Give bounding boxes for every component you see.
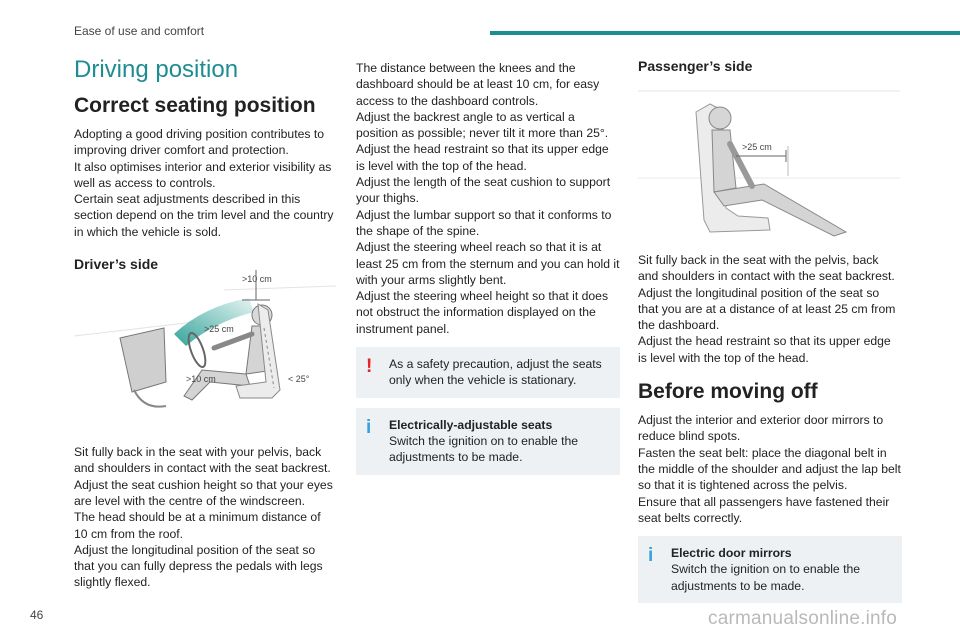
paragraph: Adopting a good driving position contrib…: [74, 127, 325, 158]
paragraph: Fasten the seat belt: place the diagonal…: [638, 445, 901, 493]
info-text: Switch the ignition on to enable the adj…: [671, 562, 861, 593]
paragraph: Adjust the seat cushion height so that y…: [74, 477, 333, 508]
paragraph: Adjust the interior and exterior door mi…: [638, 413, 884, 444]
paragraph: Ensure that all passengers have fastened…: [638, 494, 890, 525]
safety-warning-box: ! As a safety precaution, adjust the sea…: [356, 347, 620, 398]
before-moving-off-heading: Before moving off: [638, 380, 818, 404]
paragraph: Adjust the head restraint so that its up…: [638, 334, 891, 365]
warning-icon: !: [366, 356, 373, 378]
paragraph: The head should be at a minimum distance…: [74, 510, 321, 541]
backrest-angle-label: < 25°: [288, 374, 310, 384]
info-icon: i: [648, 545, 654, 567]
warning-text: As a safety precaution, adjust the seats…: [389, 357, 602, 388]
passenger-distance-label: >25 cm: [742, 142, 772, 152]
paragraph: Adjust the longitudinal position of the …: [638, 285, 896, 333]
header-accent-bar: [490, 31, 960, 35]
page-title: Driving position: [74, 56, 239, 83]
paragraph: Certain seat adjustments described in th…: [74, 192, 334, 239]
page-number: 46: [30, 608, 44, 622]
paragraph: The distance between the knees and the d…: [356, 61, 600, 108]
column-2: The distance between the knees and the d…: [356, 60, 620, 475]
paragraph: Adjust the backrest angle to as vertical…: [356, 109, 609, 141]
column-1: Driving position Correct seating positio…: [74, 52, 336, 591]
info-title: Electric door mirrors: [671, 546, 792, 561]
info-title: Electrically-adjustable seats: [389, 417, 553, 432]
paragraph: Sit fully back in the seat with the pelv…: [638, 253, 895, 284]
column-3: Passenger’s side Sit fully back in the s…: [638, 58, 902, 604]
driver-side-heading: Driver’s side: [74, 256, 159, 273]
info-box-door-mirrors: i Electric door mirrors Switch the ignit…: [638, 536, 902, 604]
info-icon: i: [366, 416, 372, 438]
paragraph: Adjust the lumbar support so that it con…: [356, 207, 612, 238]
paragraph: It also optimises interior and exterior …: [74, 159, 332, 190]
passenger-seating-illustration: >25 cm: [638, 90, 900, 237]
driver-seating-illustration: >10 cm >25 cm >10 cm < 25°: [74, 270, 336, 408]
knee-distance-label: >10 cm: [186, 374, 216, 384]
section-heading-seating: Correct seating position: [74, 94, 316, 117]
roof-distance-label: >10 cm: [242, 274, 272, 284]
info-text: Switch the ignition on to enable the adj…: [389, 433, 579, 465]
paragraph: Sit fully back in the seat with your pel…: [74, 445, 331, 476]
section-header: Ease of use and comfort: [74, 24, 205, 38]
paragraph: Adjust the steering wheel reach so that …: [356, 240, 620, 287]
paragraph: Adjust the longitudinal position of the …: [74, 542, 323, 590]
paragraph: Adjust the head restraint so that its up…: [356, 142, 609, 173]
watermark: carmanualsonline.info: [708, 608, 898, 629]
sternum-distance-label: >25 cm: [204, 324, 234, 334]
passenger-side-heading: Passenger’s side: [638, 58, 753, 74]
info-box-electric-seats: i Electrically-adjustable seats Switch t…: [356, 407, 620, 475]
paragraph: Adjust the steering wheel height so that…: [356, 289, 609, 336]
paragraph: Adjust the length of the seat cushion to…: [356, 175, 611, 206]
